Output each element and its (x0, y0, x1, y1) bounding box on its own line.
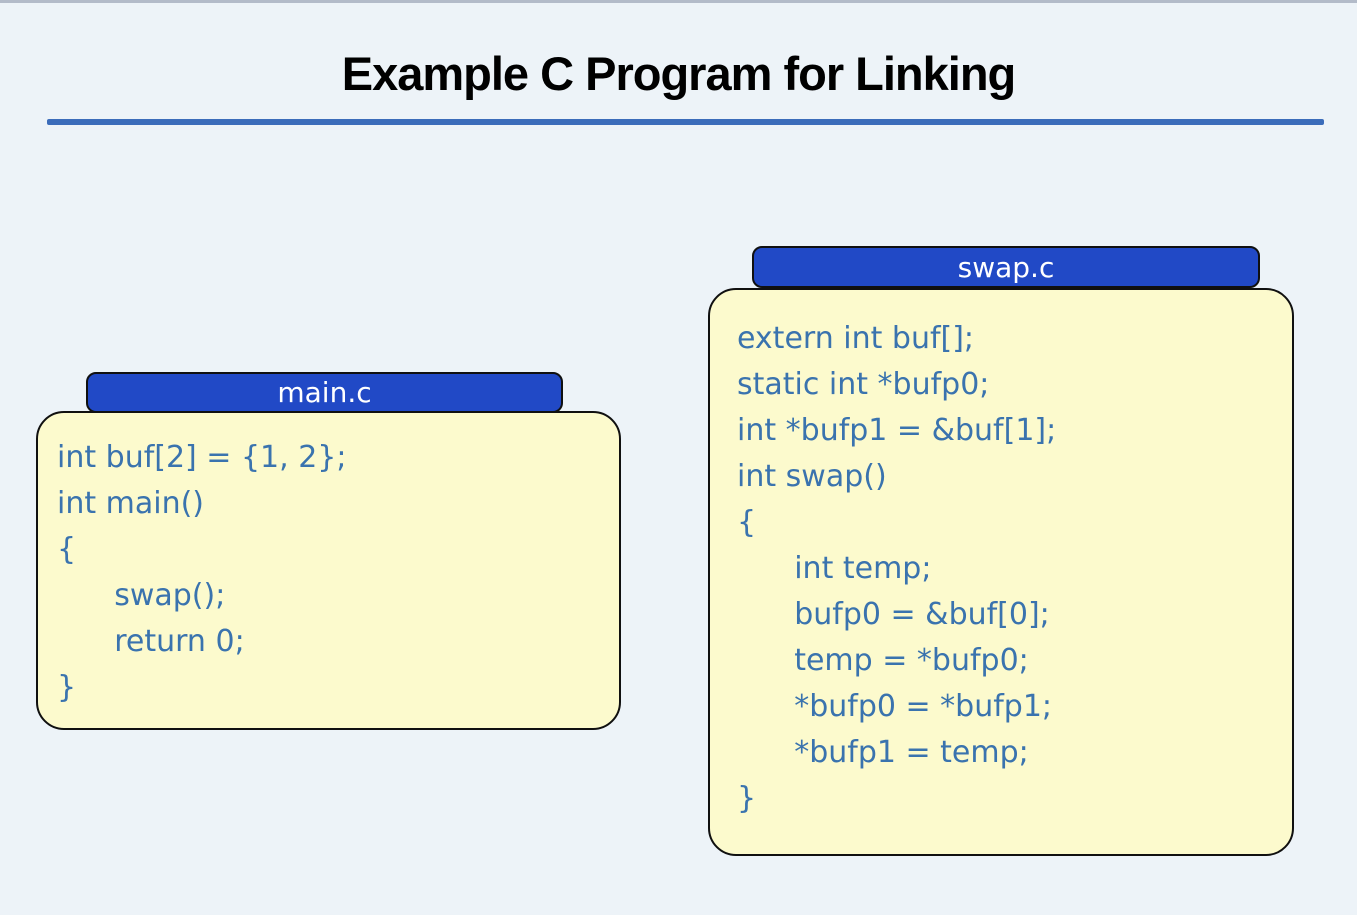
main-c-code-panel: int buf[2] = {1, 2}; int main() { swap()… (36, 411, 621, 730)
main-c-file-name: main.c (277, 376, 372, 409)
swap-c-file-name: swap.c (957, 250, 1055, 284)
title-divider-rule (47, 119, 1324, 125)
main-c-code-listing: int buf[2] = {1, 2}; int main() { swap()… (57, 440, 347, 705)
slide-title: Example C Program for Linking (341, 47, 1017, 100)
swap-c-code-listing: extern int buf[]; static int *bufp0; int… (737, 321, 1057, 816)
window-top-edge (0, 0, 1357, 3)
swap-c-code-panel: extern int buf[]; static int *bufp0; int… (708, 288, 1294, 856)
main-c-file-tab: main.c (86, 372, 563, 413)
swap-c-file-tab: swap.c (752, 246, 1260, 288)
